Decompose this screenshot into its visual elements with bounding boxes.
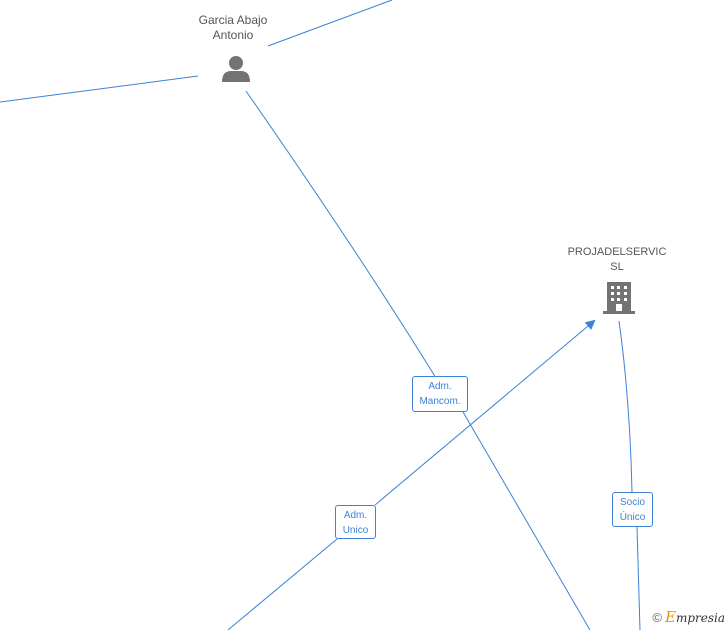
- brand-logo: Empresia: [665, 608, 725, 626]
- person-node-label[interactable]: Garcia Abajo Antonio: [198, 13, 268, 42]
- edge-adm-unico: [227, 321, 594, 630]
- brand-initial: E: [664, 608, 676, 626]
- edge-label-adm-mancom[interactable]: Adm. Mancom.: [412, 376, 468, 412]
- edge-socio-unico: [618, 320, 641, 630]
- edge-label-adm-unico[interactable]: Adm. Unico: [335, 505, 376, 539]
- empresia-watermark[interactable]: © Empresia: [652, 608, 725, 626]
- copyright-symbol: ©: [652, 609, 662, 625]
- edge-person-top-right: [267, 0, 393, 47]
- edge-person-left: [0, 75, 199, 103]
- company-node-label[interactable]: PROJADELSERVIC SL: [567, 246, 667, 273]
- person-icon: [222, 56, 250, 82]
- brand-name: mpresia: [675, 611, 725, 625]
- edge-adm-mancom: [245, 90, 591, 630]
- building-icon: [603, 282, 635, 314]
- edge-label-socio-unico[interactable]: Socio Único: [612, 492, 653, 527]
